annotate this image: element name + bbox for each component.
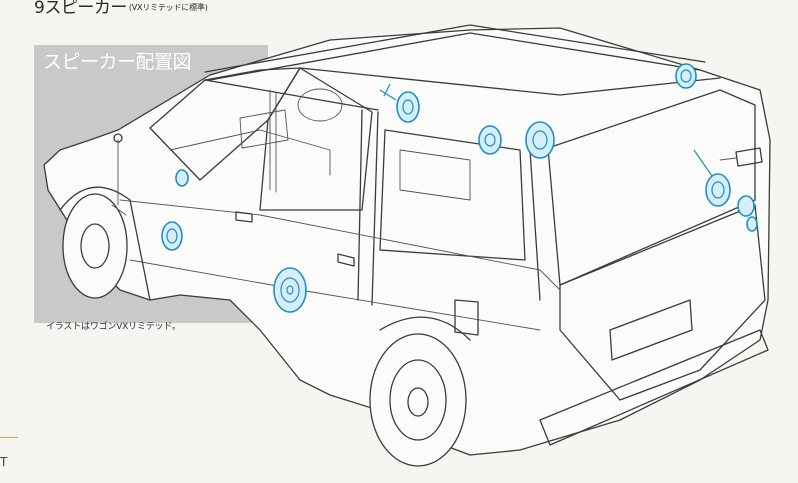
speaker-roof-rear	[675, 63, 697, 89]
section-subtitle: (VXリミテッドに標準)	[128, 3, 208, 12]
speaker-rear-woofer	[737, 195, 758, 232]
diagram-label: スピーカー配置図	[43, 51, 192, 73]
speaker-roof-front	[396, 91, 420, 123]
diagram-caption: イラストはワゴンVXリミテッド。	[46, 322, 181, 332]
page-edge-glyph: T	[0, 455, 8, 469]
section-heading: 9スピーカー(VXリミテッドに標準)	[34, 0, 208, 18]
page-edge-rule	[0, 437, 18, 438]
speaker-rear-quarter	[693, 149, 731, 207]
section-title: スピーカー	[44, 0, 127, 18]
speaker-front-door-right	[273, 267, 307, 313]
speaker-front-door-left	[161, 221, 183, 251]
speaker-roof-mid-right	[525, 121, 555, 159]
speaker-roof-lead	[379, 83, 397, 101]
speaker-roof-mid-left	[478, 125, 502, 155]
speaker-dash-tweeter	[175, 169, 189, 187]
section-number: 9	[34, 0, 45, 18]
